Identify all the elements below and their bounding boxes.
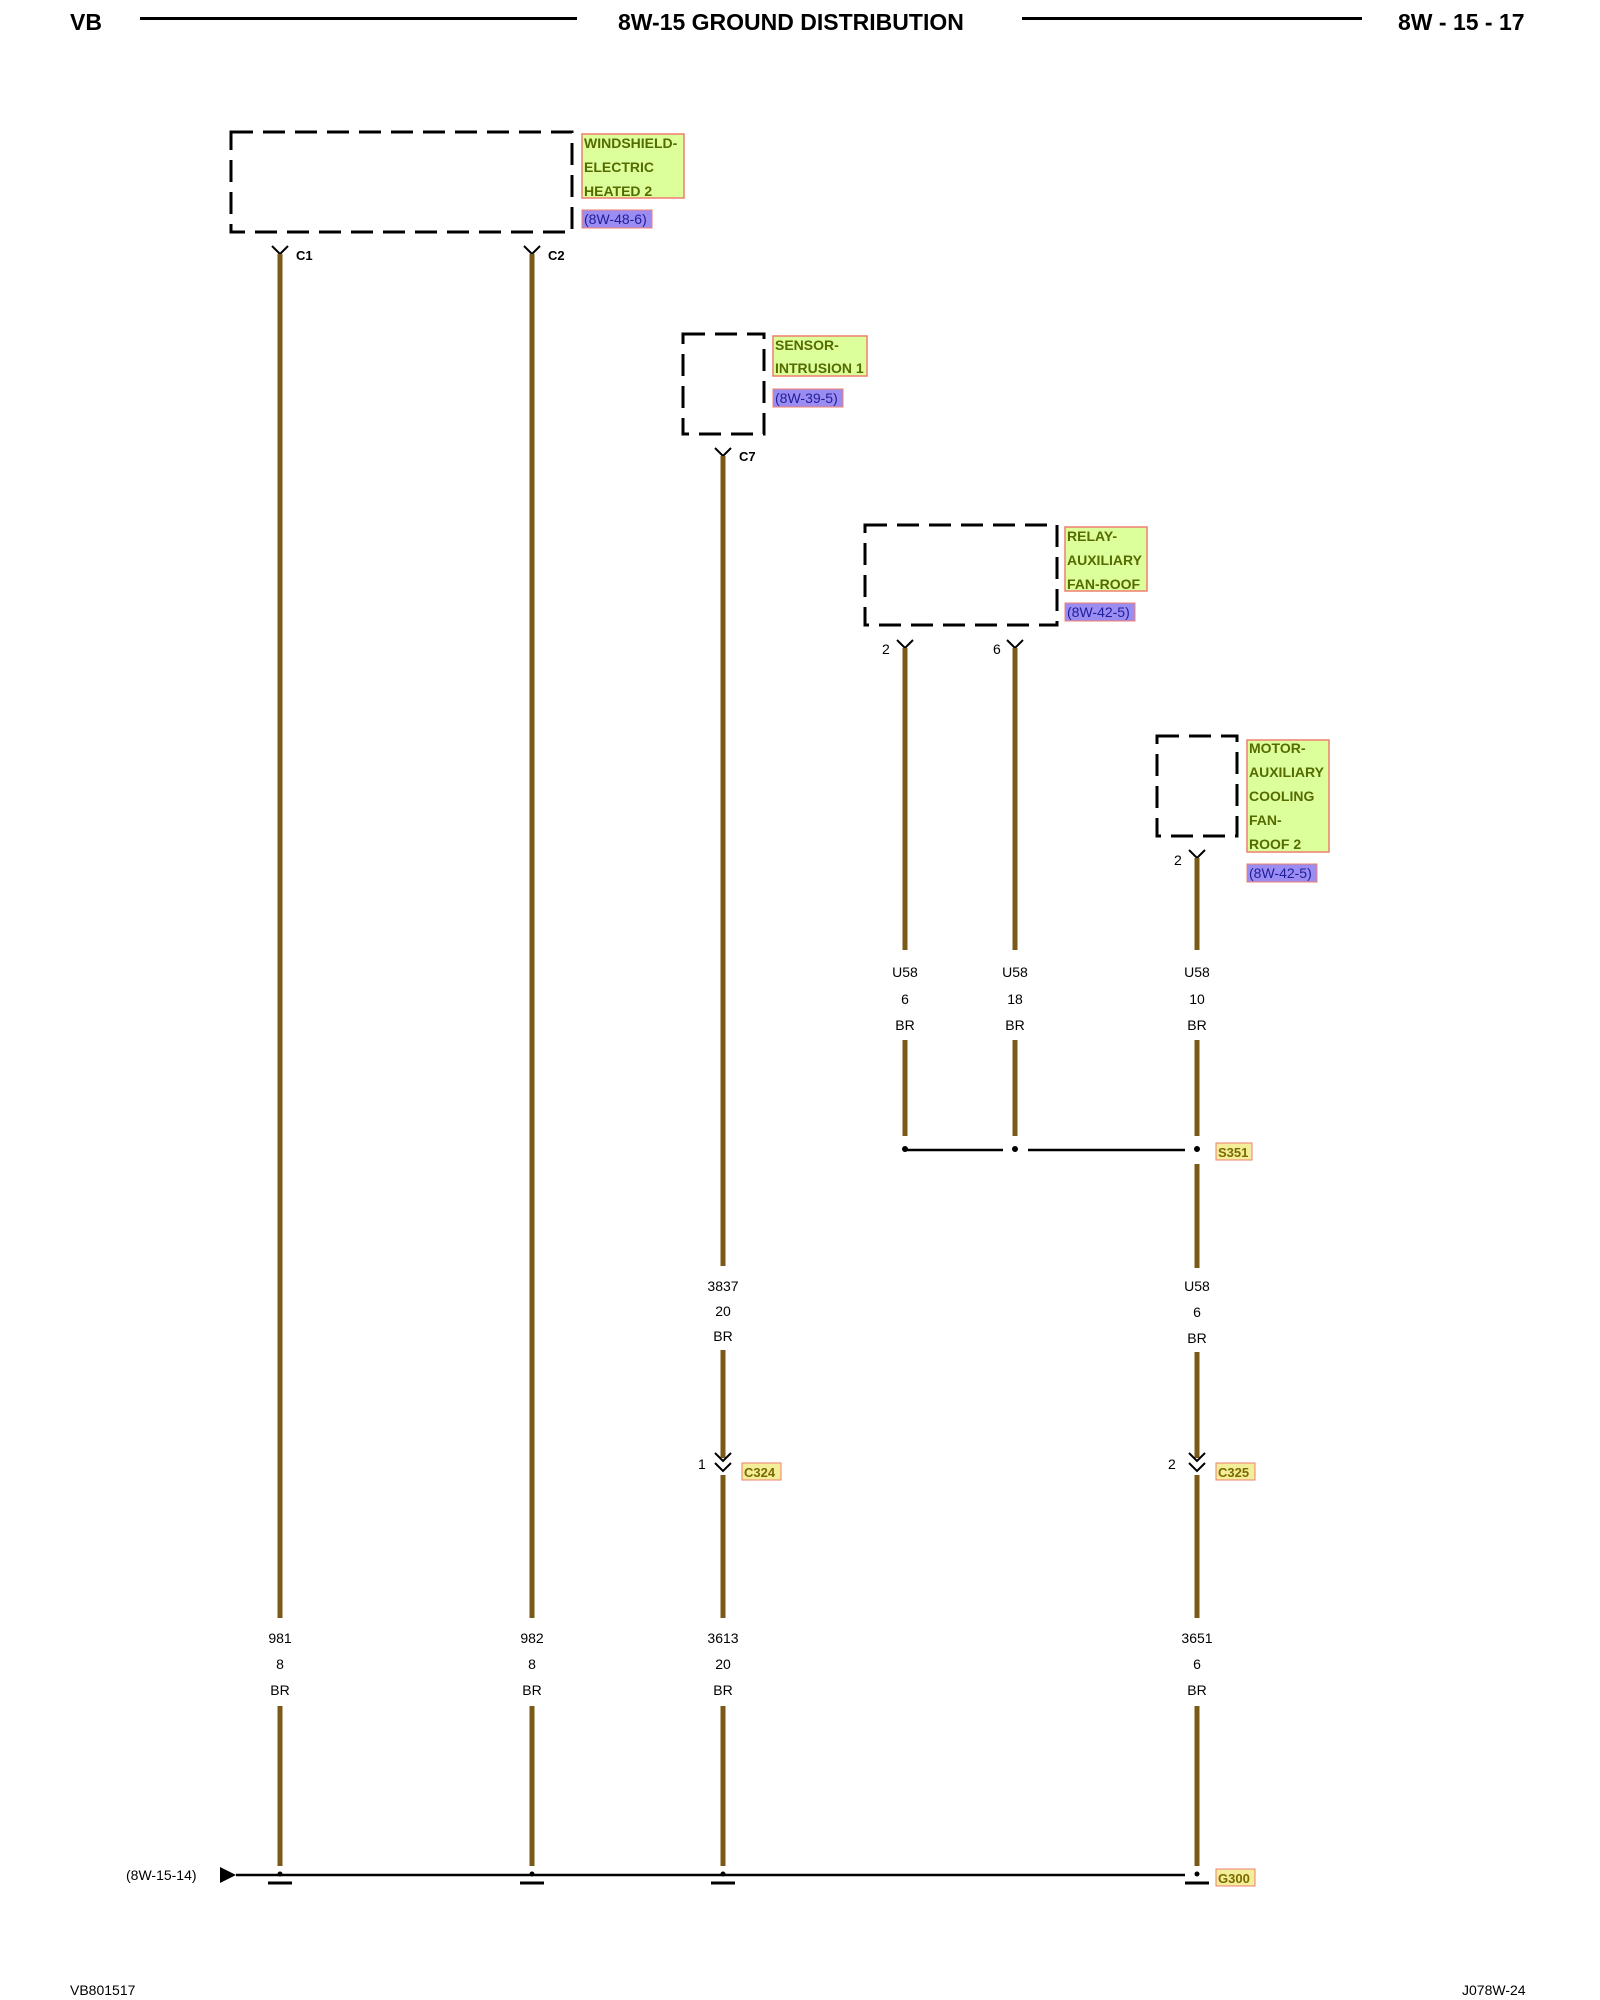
svg-text:FAN-ROOF: FAN-ROOF [1067, 576, 1141, 592]
svg-text:INTRUSION 1: INTRUSION 1 [775, 360, 864, 376]
wire-label-982: 982 8 BR [520, 1630, 544, 1698]
connector-c325-label-box [1215, 1462, 1256, 1481]
wire-label-3837: 3837 20 BR [707, 1278, 738, 1344]
svg-text:20: 20 [715, 1656, 731, 1672]
svg-text:ROOF 2: ROOF 2 [1249, 836, 1301, 852]
svg-text:6: 6 [901, 991, 909, 1007]
pin-relay-2: 2 [882, 641, 890, 657]
svg-text:8: 8 [528, 1656, 536, 1672]
header-rule-left [140, 17, 577, 20]
aux-cooling-fan-motor-component-box [1155, 734, 1239, 838]
aux-fan-relay-label: RELAY- AUXILIARY FAN-ROOF (8W-42-5) [1064, 526, 1148, 622]
svg-text:981: 981 [268, 1630, 292, 1646]
footer-left: VB801517 [70, 1982, 136, 1998]
connector-c325-symbol [1188, 1452, 1206, 1473]
svg-text:BR: BR [270, 1682, 289, 1698]
svg-text:10: 10 [1189, 991, 1205, 1007]
windshield-heated-label: WINDSHIELD- ELECTRIC HEATED 2 (8W-48-6) [581, 133, 685, 229]
wire-label-981: 981 8 BR [268, 1630, 292, 1698]
splice-dot-1 [902, 1146, 908, 1152]
ground-junctions [277, 1871, 1200, 1877]
splice-label: S351 [1218, 1145, 1248, 1160]
svg-text:BR: BR [1187, 1330, 1206, 1346]
intrusion-sensor-label: SENSOR- INTRUSION 1 (8W-39-5) [772, 335, 868, 408]
svg-text:AUXILIARY: AUXILIARY [1249, 764, 1325, 780]
connector-c325-pin: 2 [1168, 1456, 1176, 1472]
aux-cooling-fan-motor-label: MOTOR- AUXILIARY COOLING FAN- ROOF 2 (8W… [1246, 739, 1330, 883]
windshield-heated-component-box [229, 130, 574, 234]
svg-text:3651: 3651 [1181, 1630, 1212, 1646]
pin-motor-2: 2 [1174, 852, 1182, 868]
svg-text:MOTOR-: MOTOR- [1249, 740, 1306, 756]
pin-c1: C1 [296, 248, 313, 263]
svg-text:HEATED 2: HEATED 2 [584, 183, 652, 199]
svg-text:COOLING: COOLING [1249, 788, 1314, 804]
intrusion-sensor-ref: (8W-39-5) [775, 390, 838, 406]
footer-right: J078W-24 [1462, 1982, 1526, 1998]
svg-text:3613: 3613 [707, 1630, 738, 1646]
svg-text:BR: BR [713, 1682, 732, 1698]
connector-c324-pin: 1 [698, 1456, 706, 1472]
svg-text:FAN-: FAN- [1249, 812, 1282, 828]
ground-label-box [1215, 1868, 1256, 1887]
svg-text:RELAY-: RELAY- [1067, 528, 1117, 544]
connector-c324-symbol [714, 1452, 732, 1473]
svg-text:BR: BR [713, 1328, 732, 1344]
svg-text:BR: BR [895, 1017, 914, 1033]
svg-text:U58: U58 [1002, 964, 1028, 980]
aux-cooling-fan-motor-ref: (8W-42-5) [1249, 865, 1312, 881]
windshield-heated-ref: (8W-48-6) [584, 211, 647, 227]
header-rule-right [1022, 17, 1362, 20]
svg-text:6: 6 [1193, 1656, 1201, 1672]
svg-text:U58: U58 [1184, 964, 1210, 980]
svg-text:AUXILIARY: AUXILIARY [1067, 552, 1143, 568]
wire-label-u58-18: U58 18 BR [1002, 964, 1028, 1033]
svg-text:BR: BR [522, 1682, 541, 1698]
svg-text:8: 8 [276, 1656, 284, 1672]
svg-text:18: 18 [1007, 991, 1023, 1007]
svg-text:U58: U58 [892, 964, 918, 980]
wire-label-u58-6-splice: U58 6 BR [1184, 1278, 1210, 1346]
wire-label-3613: 3613 20 BR [707, 1630, 738, 1698]
svg-text:U58: U58 [1184, 1278, 1210, 1294]
svg-text:6: 6 [1193, 1304, 1201, 1320]
svg-text:BR: BR [1187, 1682, 1206, 1698]
pin-c2: C2 [548, 248, 565, 263]
offpage-arrow [220, 1867, 236, 1883]
svg-text:SENSOR-: SENSOR- [775, 337, 839, 353]
connector-c324-label-box [741, 1462, 782, 1481]
splice-dot-2 [1012, 1146, 1018, 1152]
splice-dot-3 [1194, 1146, 1200, 1152]
header-left: VB [70, 9, 102, 35]
wire-label-3651: 3651 6 BR [1181, 1630, 1212, 1698]
page-title: 8W-15 GROUND DISTRIBUTION [618, 9, 964, 35]
connector-c325-label: C325 [1218, 1465, 1249, 1480]
offpage-ref: (8W-15-14) [126, 1867, 197, 1883]
svg-text:982: 982 [520, 1630, 544, 1646]
svg-text:3837: 3837 [707, 1278, 738, 1294]
aux-fan-relay-component-box [863, 523, 1059, 627]
svg-text:20: 20 [715, 1303, 731, 1319]
page-number: 8W - 15 - 17 [1398, 9, 1525, 35]
pin-c7: C7 [739, 449, 756, 464]
ground-label: G300 [1218, 1871, 1250, 1886]
svg-text:BR: BR [1187, 1017, 1206, 1033]
pin-relay-6: 6 [993, 641, 1001, 657]
aux-fan-relay-ref: (8W-42-5) [1067, 604, 1130, 620]
svg-text:BR: BR [1005, 1017, 1024, 1033]
svg-text:ELECTRIC: ELECTRIC [584, 159, 654, 175]
wire-label-u58-6: U58 6 BR [892, 964, 918, 1033]
svg-text:WINDSHIELD-: WINDSHIELD- [584, 135, 678, 151]
connector-c324-label: C324 [744, 1465, 776, 1480]
intrusion-sensor-component-box [681, 332, 766, 436]
splice-label-box [1215, 1142, 1253, 1161]
wire-label-u58-10: U58 10 BR [1184, 964, 1210, 1033]
